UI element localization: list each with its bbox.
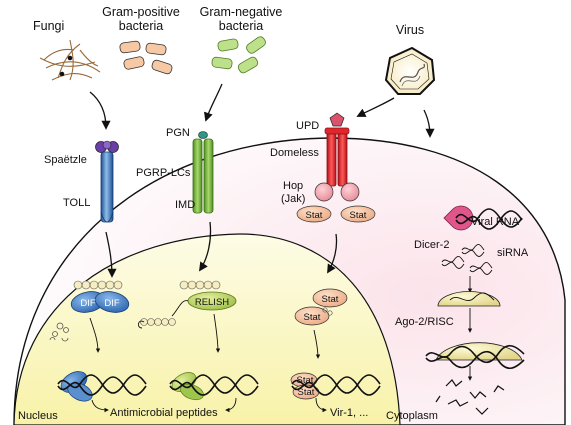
arrow-relish-to-amp: [225, 397, 237, 413]
relish-linker: [171, 300, 189, 317]
arrow-stat-down: [313, 329, 321, 359]
gram-positive-bacteria: [119, 40, 173, 75]
pgrp-label: PGRP-LCs: [136, 167, 191, 179]
toll-receptor: [100, 151, 114, 223]
cytoplasm-label: Cytoplasm: [386, 410, 438, 422]
arrow-virus-to-upd: [356, 97, 395, 117]
relish-ankyrin-chain: [179, 280, 221, 290]
degraded-rna-fragments: [435, 379, 505, 415]
ago-risc-label: Ago-2/RISC: [395, 316, 454, 328]
hop-jak-left: [314, 182, 334, 202]
gram-negative-bacteria: [211, 36, 266, 74]
stat-right: [340, 205, 376, 223]
amp-label: Antimicrobial peptides: [110, 407, 218, 419]
virus-label: Virus: [396, 23, 424, 37]
pgrp-receptor-right: [203, 138, 214, 214]
hop-label: Hop: [283, 180, 303, 192]
dif-dimer: [70, 291, 130, 313]
stat-right-label: Stat: [350, 210, 367, 221]
arrow-fungi-to-toll: [89, 91, 111, 130]
viral-rna: [455, 208, 523, 230]
gram-negative-label-2: bacteria: [219, 19, 264, 33]
arrow-gram-neg-to-pgrp: [203, 83, 223, 122]
dna-stat-label-bottom: Stat: [298, 387, 315, 398]
pgn-label: PGN: [166, 127, 190, 139]
upd-ligand: [329, 112, 345, 127]
virus-particle: [384, 46, 436, 95]
arrow-dif-to-amp: [91, 399, 109, 413]
arrow-imd-to-relish: [198, 221, 212, 272]
gram-positive-label-1: Gram-positive: [102, 5, 180, 19]
gram-positive-label-2: bacteria: [119, 19, 164, 33]
spaetzle-ligand: [95, 140, 119, 153]
dna-stat-label-top: Stat: [297, 375, 314, 386]
toll-label: TOLL: [63, 197, 90, 209]
stat-dimer-top-label: Stat: [322, 294, 339, 305]
arrow-stat-to-nucleus: [327, 233, 338, 274]
toll-receptor-tail: [100, 211, 114, 223]
vir-label: Vir-1, ...: [330, 407, 368, 419]
pgn-ligand: [198, 131, 208, 139]
dif-label-left: DIF: [80, 298, 96, 309]
stat-left-label: Stat: [306, 210, 323, 221]
sirna-label: siRNA: [497, 247, 529, 259]
domeless-label: Domeless: [270, 147, 319, 159]
spaetzle-label: Spaëtzle: [44, 154, 87, 166]
relish-fragment: [140, 318, 176, 326]
dicer-2-protein: [443, 205, 474, 231]
domeless-receptor-left: [326, 130, 337, 187]
stat-left: [296, 205, 332, 223]
domeless-receptor-right: [337, 130, 348, 187]
arrow-virus-to-cytoplasm: [423, 109, 435, 138]
upd-label: UPD: [296, 120, 319, 132]
dicer-2-label: Dicer-2: [414, 239, 449, 251]
dna-dif: [57, 371, 147, 402]
dna-relish: [169, 372, 259, 401]
risc-complex-2: [425, 342, 525, 370]
hop-jak-right: [340, 182, 360, 202]
sirna-fragments: [441, 243, 493, 275]
nucleus-label: Nucleus: [18, 410, 58, 422]
stat-dimer-top: [312, 288, 348, 308]
phospho-marks: [322, 307, 333, 316]
arrow-toll-to-dif: [105, 231, 117, 278]
cactus-chain: [73, 280, 123, 290]
fungi-spore: [67, 55, 73, 61]
arrow-stat-to-vir: [315, 397, 327, 413]
risc-complex-1: [437, 291, 501, 307]
relish-fragment-loop: [137, 320, 145, 329]
stat-dimer-bottom: [294, 306, 330, 326]
dna-stat: [290, 372, 381, 400]
imd-label: IMD: [175, 199, 195, 211]
arrow-relish-down: [213, 313, 221, 353]
jak-label: (Jak): [281, 193, 305, 205]
relish-label: RELISH: [195, 297, 229, 308]
fungi-spore: [59, 71, 65, 77]
viral-rna-label: Viral RNA: [471, 216, 520, 228]
fungi-label: Fungi: [33, 19, 64, 33]
arrow-dif-down: [89, 317, 101, 353]
pgrp-receptor-left: [192, 138, 203, 214]
degraded-cactus: [49, 322, 69, 342]
domeless-receptor-cap: [324, 127, 350, 135]
fungi-hyphae: [39, 39, 101, 81]
stat-dimer-bottom-label: Stat: [304, 312, 321, 323]
dif-label-right: DIF: [104, 298, 120, 309]
gram-negative-label-1: Gram-negative: [200, 5, 283, 19]
